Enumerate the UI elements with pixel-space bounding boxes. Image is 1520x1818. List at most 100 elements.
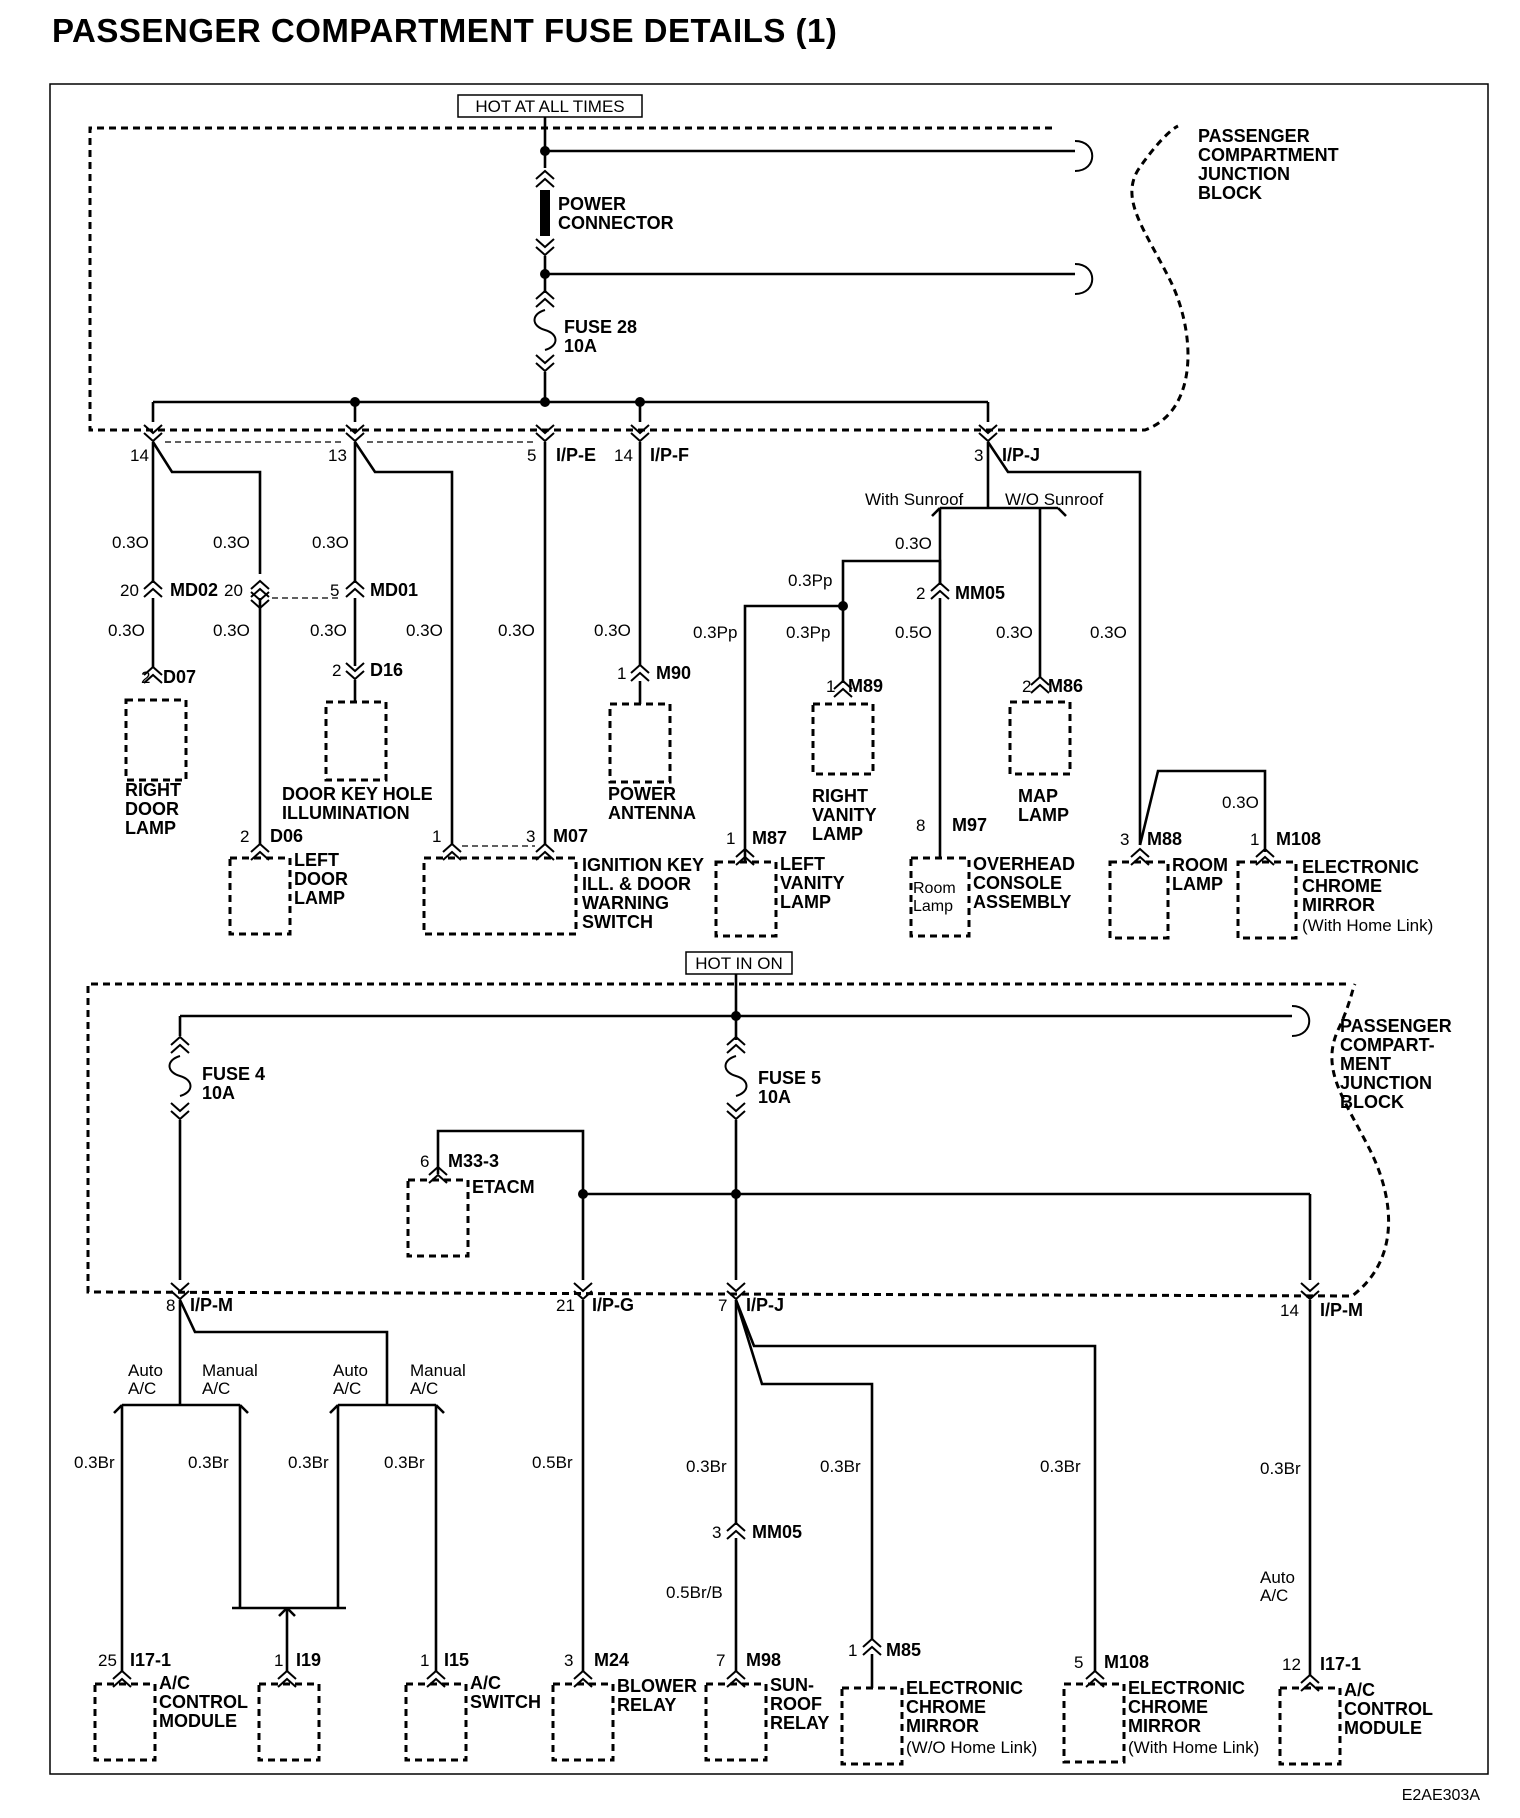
map-lamp-label: MAP LAMP	[1018, 786, 1069, 825]
wire-label: 0.5O	[895, 623, 932, 642]
ecm-wo-home-label: ELECTRONIC CHROME MIRROR	[906, 1678, 1028, 1736]
i17b-pin: 12	[1282, 1655, 1301, 1674]
d06-label: D06	[270, 826, 303, 846]
terminal-ip-j: I/P-J	[1002, 445, 1040, 465]
power-connector-label: POWER CONNECTOR	[558, 194, 674, 233]
wire-label: 0.3O	[112, 533, 149, 552]
terminal-ip-e: I/P-E	[556, 445, 596, 465]
hot-in-on-box	[685, 951, 793, 975]
md01-label: MD01	[370, 580, 418, 600]
right-vanity-lamp-label: RIGHT VANITY LAMP	[812, 786, 881, 844]
b-terminal-21: 21	[556, 1296, 575, 1315]
m86-pin: 2	[1022, 677, 1031, 696]
left-door-lamp	[228, 856, 292, 936]
md02-label: MD02	[170, 580, 218, 600]
m24-pin: 3	[564, 1651, 573, 1670]
diagram-code: E2AE303A	[1402, 1787, 1481, 1804]
b-terminal-ip-g: I/P-G	[592, 1295, 634, 1315]
wire-label: 0.3O	[310, 621, 347, 640]
top-junction-block-outline	[88, 124, 1190, 432]
wire-label: 0.3Br	[74, 1453, 115, 1472]
electronic-chrome-mirror-wo-home	[840, 1686, 904, 1766]
wo-sunroof-label: W/O Sunroof	[1005, 490, 1104, 509]
m87-pin: 1	[726, 829, 735, 848]
wire-label: 0.3Br	[188, 1453, 229, 1472]
etacm-label: ETACM	[472, 1177, 535, 1197]
m07-label: M07	[553, 826, 588, 846]
terminal-3: 3	[974, 446, 983, 465]
auto-ac-3: Auto A/C	[1260, 1568, 1300, 1605]
b-terminal-14: 14	[1280, 1301, 1299, 1320]
left-door-lamp-label: LEFT DOOR LAMP	[294, 850, 353, 908]
b-terminal-ip-m: I/P-M	[190, 1295, 233, 1315]
wire-label: 0.3Pp	[786, 623, 830, 642]
d07-label: D07	[163, 667, 196, 687]
wire-label: 0.3Br	[384, 1453, 425, 1472]
m98-label: M98	[746, 1650, 781, 1670]
wire-label: 0.3O	[406, 621, 443, 640]
terminal-13: 13	[328, 446, 347, 465]
wire-label: 0.3O	[498, 621, 535, 640]
m88-label: M88	[1147, 829, 1182, 849]
b-terminal-7: 7	[718, 1296, 727, 1315]
wire-label: 0.3O	[895, 534, 932, 553]
manual-ac-2: Manual A/C	[410, 1361, 471, 1398]
mm05-b-pin: 3	[712, 1523, 721, 1542]
b-terminal-8: 8	[166, 1296, 175, 1315]
diagram-frame	[49, 83, 1489, 1775]
terminal-14: 14	[130, 446, 149, 465]
m89-label: M89	[848, 676, 883, 696]
wire-label: 0.3O	[1222, 793, 1259, 812]
i17-pin: 25	[98, 1651, 117, 1670]
room-lamp-inner-label: Room Lamp	[913, 880, 960, 915]
ac-control-module-i19	[257, 1682, 321, 1762]
right-door-lamp-label: RIGHT DOOR LAMP	[125, 780, 186, 838]
sunroof-relay	[704, 1682, 768, 1762]
m90-pin: 1	[617, 664, 626, 683]
wire-label: 0.3O	[213, 533, 250, 552]
ecm-home-label: ELECTRONIC CHROME MIRROR	[1302, 857, 1424, 915]
auto-ac-2: Auto A/C	[333, 1361, 373, 1398]
sunroof-relay-label: SUN- ROOF RELAY	[770, 1675, 829, 1733]
i17b-label: I17-1	[1320, 1654, 1361, 1674]
auto-ac-1: Auto A/C	[128, 1361, 168, 1398]
ignition-key-switch-label: IGNITION KEY ILL. & DOOR WARNING SWITCH	[582, 855, 709, 932]
fuse-5-label: FUSE 5 10A	[758, 1068, 826, 1107]
wire-label: 0.3O	[108, 621, 145, 640]
door-key-hole-illumination	[324, 700, 388, 782]
right-door-lamp	[124, 698, 188, 782]
power-antenna	[608, 702, 672, 784]
manual-ac-1: Manual A/C	[202, 1361, 263, 1398]
m97-label: M97	[952, 815, 987, 835]
wire-label: 0.5Br/B	[666, 1583, 723, 1602]
power-antenna-label: POWER ANTENNA	[608, 784, 696, 823]
wire-label: 0.3O	[213, 621, 250, 640]
m24-label: M24	[594, 1650, 629, 1670]
i17-label: I17-1	[130, 1650, 171, 1670]
ecm-with-home-link: (With Home Link)	[1302, 916, 1433, 935]
bottom-junction-block-outline	[86, 982, 1391, 1298]
m108-b-pin: 5	[1074, 1653, 1083, 1672]
b-terminal-ip-m2: I/P-M	[1320, 1300, 1363, 1320]
electronic-chrome-mirror-home	[1236, 860, 1298, 940]
etacm-pin: 6	[420, 1152, 429, 1171]
fuse-4-label: FUSE 4 10A	[202, 1064, 270, 1103]
wire-label: 0.3Br	[288, 1453, 329, 1472]
d07-pin: 2	[141, 668, 150, 687]
terminal-ip-f: I/P-F	[650, 445, 689, 465]
bottom-junction-block-label: PASSENGER COMPART- MENT JUNCTION BLOCK	[1340, 1016, 1457, 1112]
m86-label: M86	[1048, 676, 1083, 696]
m108-b-label: M108	[1104, 1652, 1149, 1672]
overhead-console-label: OVERHEAD CONSOLE ASSEMBLY	[973, 854, 1080, 912]
wire-label: 0.3Br	[1260, 1459, 1301, 1478]
i19-pin: 1	[274, 1651, 283, 1670]
m07-pin-3: 3	[526, 827, 535, 846]
ac-control-module-label: A/C CONTROL MODULE	[159, 1673, 253, 1731]
md02-pin-left: 20	[120, 581, 139, 600]
power-connector-bar	[540, 190, 550, 236]
electronic-chrome-mirror-with-home	[1062, 1682, 1126, 1764]
blower-relay	[551, 1682, 615, 1762]
terminal-14b: 14	[614, 446, 633, 465]
i15-label: I15	[444, 1650, 469, 1670]
